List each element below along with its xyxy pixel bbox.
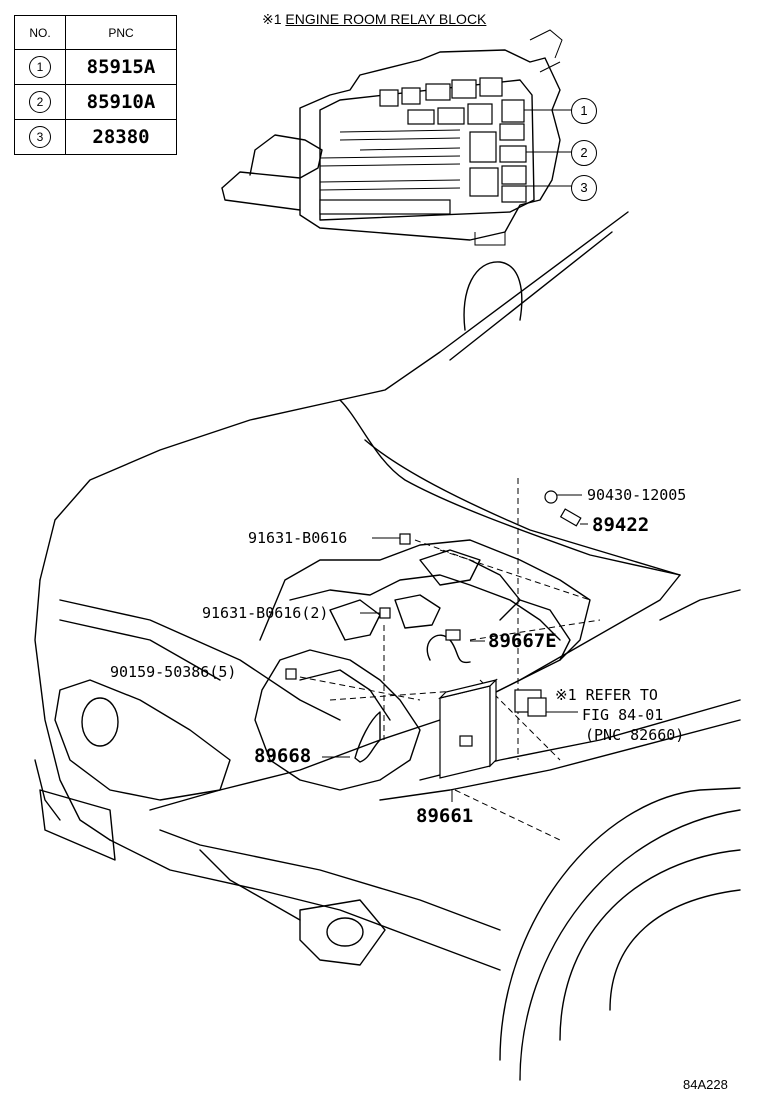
refer-note-line3: (PNC 82660) — [585, 726, 685, 744]
legend-header-row: NO. PNC — [14, 15, 177, 50]
part-label-89667e[interactable]: 89667E — [488, 630, 557, 652]
part-label-89422[interactable]: 89422 — [592, 514, 650, 536]
part-label-91631-b0616-2[interactable]: 91631-B0616(2) — [202, 604, 329, 622]
part-91631-bolt-a — [372, 533, 411, 545]
part-label-90430-12005[interactable]: 90430-12005 — [587, 486, 687, 504]
legend-number: 3 — [29, 126, 51, 148]
legend-pnc: 85910A — [86, 91, 156, 113]
vehicle-body-drawing — [34, 211, 741, 1081]
part-89422-sensor — [559, 508, 588, 527]
engine-room-relay-block-drawing — [221, 29, 572, 246]
callout-2: 2 — [571, 140, 597, 166]
part-label-89661[interactable]: 89661 — [416, 805, 474, 827]
part-89667e-harness — [426, 629, 485, 664]
legend-row: 3 28380 — [14, 119, 177, 155]
legend-header-no: NO. — [14, 15, 66, 50]
legend-number: 1 — [29, 56, 51, 78]
part-90159-nut — [285, 668, 297, 680]
legend-header-pnc: PNC — [65, 15, 177, 50]
legend-number: 2 — [29, 91, 51, 113]
part-label-90159-50386[interactable]: 90159-50386(5) — [110, 663, 237, 681]
part-91631-bolt-b — [360, 607, 391, 619]
part-89668-bracket — [322, 711, 381, 763]
relay-block-title: ※1 ENGINE ROOM RELAY BLOCK — [262, 12, 486, 26]
refer-note-line2[interactable]: FIG 84-01 — [582, 706, 664, 724]
refer-note-line1: ※1 REFER TO — [555, 686, 658, 704]
legend-pnc: 85915A — [86, 56, 156, 78]
figure-code: 84A228 — [683, 1077, 728, 1092]
part-82660-relay — [514, 689, 578, 717]
part-89661-ecu — [438, 678, 498, 802]
part-label-91631-b0616[interactable]: 91631-B0616 — [248, 529, 348, 547]
part-label-89668[interactable]: 89668 — [254, 745, 312, 767]
callout-3: 3 — [571, 175, 597, 201]
legend-row: 2 85910A — [14, 84, 177, 120]
legend-row: 1 85915A — [14, 49, 177, 85]
relay-block-title-text: ENGINE ROOM RELAY BLOCK — [285, 11, 487, 27]
pnc-legend-table: NO. PNC 1 85915A 2 85910A 3 28380 — [14, 15, 177, 155]
part-90430-washer — [544, 490, 582, 504]
callout-1: 1 — [571, 98, 597, 124]
engine-drawing — [254, 478, 601, 841]
relay-block-mark: ※1 — [262, 11, 282, 27]
legend-pnc: 28380 — [92, 126, 150, 148]
